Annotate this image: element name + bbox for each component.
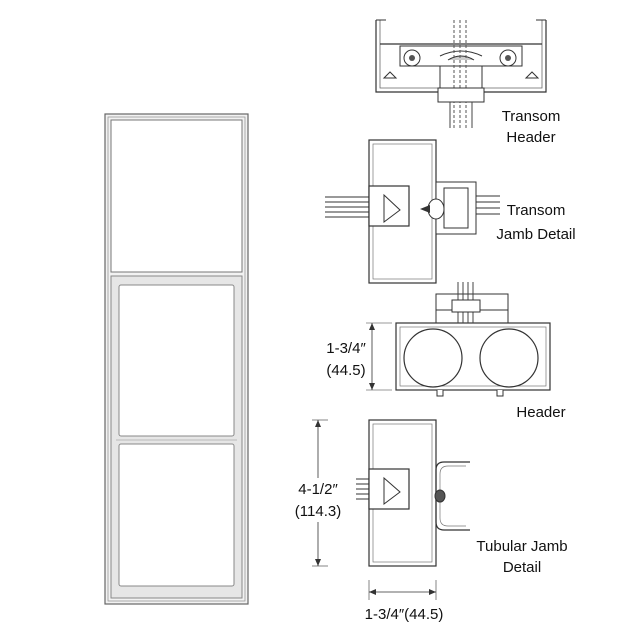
transom-jamb-label-line2: Jamb Detail [496,226,575,243]
header-label: Header [516,404,565,421]
transom-jamb-label-line1: Transom [507,202,566,219]
door-elevation [104,113,249,605]
lower-glass-panel [118,443,235,587]
transom-jamb-detail [325,139,500,284]
jamb-depth-dim-text: 1-3/4″(44.5) [365,606,444,623]
transom-header-detail [375,19,547,130]
header-detail [395,282,551,397]
jamb-depth-dimension [368,580,437,600]
jamb-face-dim-line2: (114.3) [295,503,341,520]
tubular-jamb-label-line2: Detail [503,559,541,576]
tubular-jamb-label-line1: Tubular Jamb [476,538,567,555]
transom-glass-panel [110,119,243,273]
header-depth-dim-line2: (44.5) [326,362,365,379]
upper-glass-panel [118,284,235,437]
transom-header-label-line2: Header [506,129,555,146]
tubular-jamb-detail [325,419,470,567]
header-depth-dimension [366,322,392,391]
transom-header-label-line1: Transom [502,108,561,125]
header-depth-dim-line1: 1-3/4″ [326,340,366,357]
jamb-face-dim-backdrop [280,478,356,522]
jamb-face-dim-line1: 4-1/2″ [298,481,338,498]
door-inner-frame-line [107,116,246,602]
